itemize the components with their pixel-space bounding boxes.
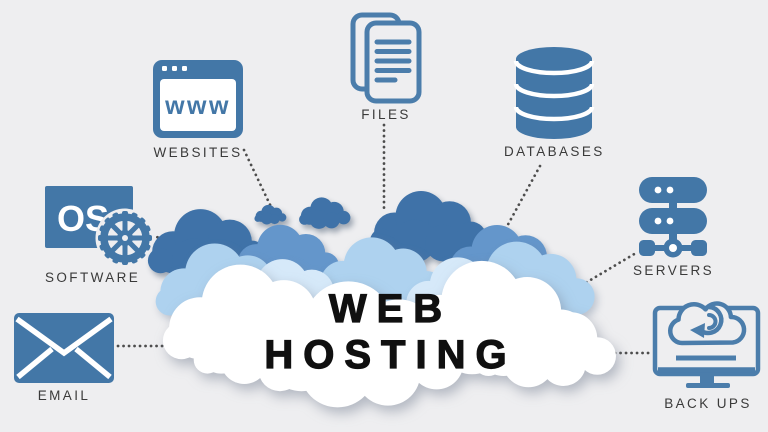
cloud bbox=[254, 204, 287, 225]
page-title: WEB HOSTING bbox=[238, 286, 543, 378]
documents-icon bbox=[350, 12, 422, 104]
connector-databases bbox=[503, 164, 542, 232]
node-servers: SERVERS bbox=[633, 177, 713, 278]
cloud bbox=[299, 197, 351, 229]
server-stack-icon bbox=[639, 177, 707, 258]
gear bbox=[95, 208, 155, 268]
browser-www-icon: www bbox=[153, 60, 243, 138]
browser-dot bbox=[162, 66, 167, 71]
database-cylinder-icon bbox=[513, 47, 595, 139]
node-label-databases: DATABASES bbox=[504, 144, 605, 159]
browser-dot bbox=[182, 66, 187, 71]
node-label-email: EMAIL bbox=[37, 388, 91, 403]
sync-arrow bbox=[690, 304, 724, 338]
node-label-files: FILES bbox=[361, 107, 411, 122]
node-email: EMAIL bbox=[13, 313, 115, 403]
os-gear-icon: OS bbox=[45, 186, 155, 268]
node-software: OS bbox=[45, 186, 157, 285]
node-label-websites: WEBSITES bbox=[153, 145, 243, 160]
browser-dot bbox=[172, 66, 177, 71]
title-line-web: WEB bbox=[328, 286, 453, 331]
node-websites: www WEBSITES bbox=[150, 60, 246, 160]
title-line-hosting: HOSTING bbox=[264, 332, 517, 377]
connector-websites bbox=[242, 148, 275, 213]
node-databases: DATABASES bbox=[504, 45, 604, 159]
node-label-backups: BACK UPS bbox=[664, 396, 752, 411]
node-files: FILES bbox=[342, 12, 430, 122]
node-label-servers: SERVERS bbox=[633, 263, 715, 278]
cloud-sync-monitor-icon bbox=[652, 301, 761, 388]
envelope-icon bbox=[14, 313, 114, 383]
node-label-software: SOFTWARE bbox=[45, 270, 141, 285]
backup-cloud bbox=[668, 301, 747, 346]
node-backups: BACK UPS bbox=[650, 294, 766, 411]
www-text: www bbox=[164, 92, 231, 120]
